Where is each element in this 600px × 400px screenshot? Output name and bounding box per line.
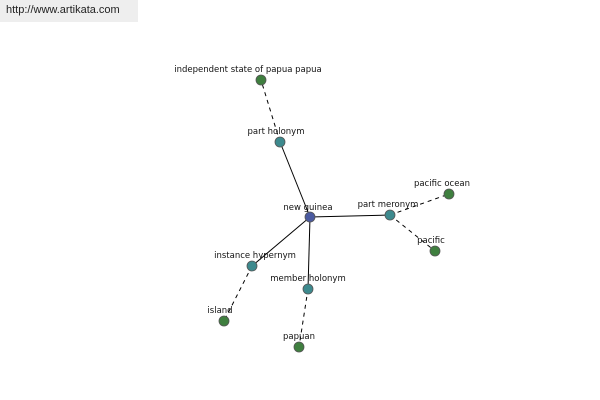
node-instance-hypernym[interactable] bbox=[246, 260, 258, 272]
node-label-independent-state: independent state of papua papua bbox=[174, 65, 321, 75]
node-part-meronym[interactable] bbox=[384, 209, 396, 221]
edge-instance-hypernym-to-island bbox=[223, 265, 253, 322]
node-papuan[interactable] bbox=[293, 341, 305, 353]
node-label-part-meronym: part meronym bbox=[358, 200, 419, 210]
node-label-papuan: papuan bbox=[283, 332, 315, 342]
edge-new-guinea-to-instance-hypernym bbox=[251, 216, 311, 267]
edge-new-guinea-to-member-holonym bbox=[307, 216, 311, 290]
edge-member-holonym-to-papuan bbox=[298, 288, 309, 348]
edge-part-holonym-to-independent-state bbox=[260, 79, 281, 143]
node-new-guinea[interactable] bbox=[304, 211, 316, 223]
node-pacific[interactable] bbox=[429, 245, 441, 257]
labels-layer: new guinea part holonym part meronym instan… bbox=[174, 65, 470, 342]
edge-new-guinea-to-part-meronym bbox=[309, 214, 391, 218]
node-label-pacific-ocean: pacific ocean bbox=[414, 179, 470, 189]
node-label-new-guinea: new guinea bbox=[283, 203, 332, 213]
node-label-pacific: pacific bbox=[417, 236, 445, 246]
url-banner-text[interactable]: http://www.artikata.com bbox=[6, 4, 120, 16]
edge-new-guinea-to-part-holonym bbox=[279, 141, 311, 218]
url-banner: http://www.artikata.com bbox=[0, 0, 138, 22]
node-label-part-holonym: part holonym bbox=[248, 127, 305, 137]
node-part-holonym[interactable] bbox=[274, 136, 286, 148]
nodes-layer bbox=[218, 74, 455, 353]
node-independent-state[interactable] bbox=[255, 74, 267, 86]
node-island[interactable] bbox=[218, 315, 230, 327]
node-label-island: island bbox=[207, 306, 232, 316]
edges-layer bbox=[223, 79, 450, 348]
node-pacific-ocean[interactable] bbox=[443, 188, 455, 200]
node-label-member-holonym: member holonym bbox=[270, 274, 345, 284]
edge-part-meronym-to-pacific-ocean bbox=[389, 193, 450, 216]
node-label-instance-hypernym: instance hypernym bbox=[214, 251, 296, 261]
edge-part-meronym-to-pacific bbox=[389, 214, 436, 252]
node-member-holonym[interactable] bbox=[302, 283, 314, 295]
